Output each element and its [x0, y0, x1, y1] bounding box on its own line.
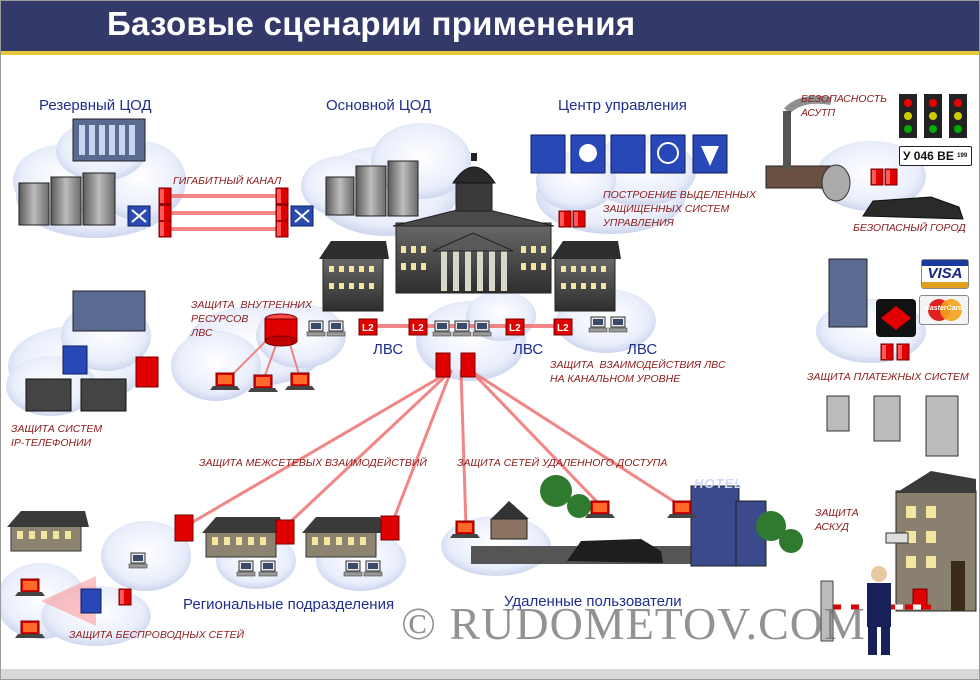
mastercard-text: MasterCard [924, 305, 963, 312]
lan-buildings [319, 241, 621, 312]
wireless-caption: Защита беспроводных сетей [69, 629, 245, 641]
scada-caption: Безопасность АСУТП [801, 93, 887, 119]
l2-tags: L2 L2 L2 L2 [362, 323, 569, 334]
backup-dc-equipment [18, 118, 172, 238]
lan-pcs [306, 316, 628, 378]
internal-resources [209, 313, 316, 393]
headquarters-building [392, 153, 555, 294]
red-links [169, 194, 683, 528]
control-center-label: Центр управления [558, 97, 687, 114]
license-plate: У 046 ВЕ 199 [899, 146, 972, 166]
l2-tag: L2 [412, 323, 424, 334]
title-underline [1, 51, 979, 55]
acs-building [820, 471, 977, 655]
regional-label: Региональные подразделения [183, 596, 395, 613]
title-bar: Базовые сценарии применения [1, 1, 979, 51]
internal-resources-caption: Защита внутренних ресурсов ЛВС [191, 299, 312, 339]
scada-plant [765, 94, 967, 220]
lan-center-label: ЛВС [513, 341, 544, 358]
internetwork-caption: Защита межсетевых взаимодействий [199, 457, 427, 469]
safe-city-caption: Безопасный город [853, 222, 966, 234]
regional-offices [6, 510, 400, 639]
hotel-sign: HOTEL [694, 476, 744, 491]
ip-telephony-caption: Защита систем IP-телефонии [11, 423, 103, 449]
payment-caption: Защита платежных систем [807, 371, 969, 383]
remote-users [449, 475, 803, 567]
remote-access-caption: Защита сетей удаленного доступа [457, 457, 668, 469]
main-dc-label: Основной ЦОД [326, 97, 432, 114]
ip-telephony [25, 290, 159, 412]
plate-region: 199 [957, 153, 968, 159]
backup-dc-label: Резервный ЦОД [39, 97, 152, 114]
visa-card-icon: VISA [921, 259, 969, 289]
remote-users-label: Удаленные пользователи [504, 593, 682, 610]
gigabit-caption: Гигабитный канал [173, 175, 282, 187]
mastercard-icon: MasterCard [919, 295, 969, 325]
main-dc-equipment [275, 160, 419, 238]
payment-systems [826, 258, 959, 457]
l2-tag: L2 [362, 323, 374, 334]
lan-right-label: ЛВС [627, 341, 658, 358]
control-center-icons [530, 134, 728, 228]
l2-tag: L2 [509, 323, 521, 334]
control-systems-caption: Построение выделенных защищенных систем … [603, 189, 756, 229]
plate-number: У 046 ВЕ [903, 149, 954, 163]
visa-text: VISA [927, 265, 963, 282]
watermark: © RUDOMETOV.COM [401, 598, 866, 649]
bottom-band [1, 669, 979, 679]
lan-link-caption: Защита взаимодействия ЛВС на канальном у… [550, 359, 726, 385]
page-title: Базовые сценарии применения [107, 5, 636, 42]
l2-tag: L2 [557, 323, 569, 334]
acs-caption: Защита АСКУД [815, 507, 859, 533]
lan-left-label: ЛВС [373, 341, 404, 358]
